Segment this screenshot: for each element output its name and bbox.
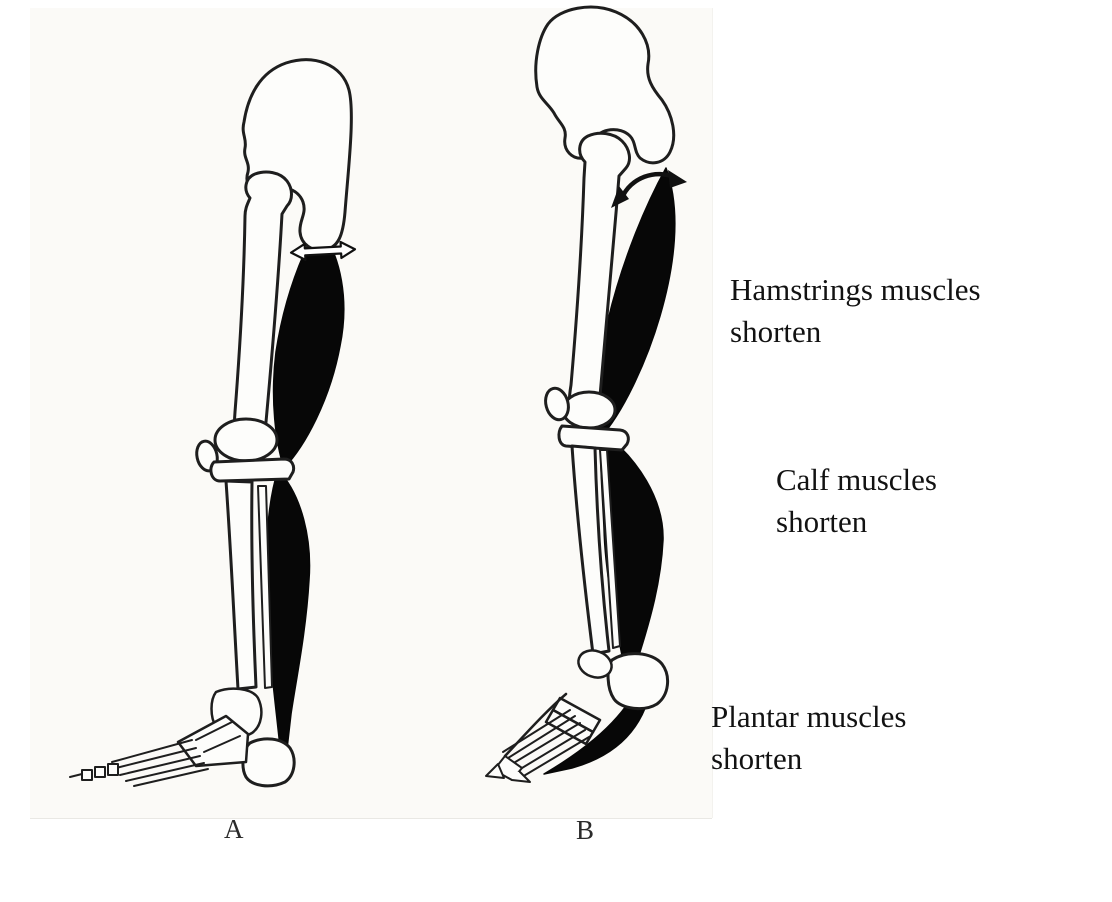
figure-a-tibia-plateau [209,457,296,483]
figure-a-fibula [257,485,273,689]
figure-a-hamstrings-muscle [272,224,345,469]
figure-b-pelvis [534,5,676,165]
figure-a-calf-muscle [265,469,311,750]
figure-a-tarsals [176,714,250,768]
figure-b-heel-bone [606,652,670,711]
figure-b-metatarsals [502,709,590,778]
figure-a-femur [232,170,293,450]
figure-b-talus [577,649,613,679]
figure-b-label: B [576,815,595,845]
figure-b-patella [544,386,570,422]
figure-a-metatarsals [111,739,209,787]
annotation-plantar: Plantar muscles shorten [711,699,907,776]
figure-b-tibia-plateau [557,424,630,452]
figure-a-tarsal-detail [195,721,241,753]
figure-b-femoral-condyle [561,390,617,430]
figure-b-toes [485,755,531,783]
figure-b-skeleton [485,5,687,783]
curved-rotation-arrow-icon [611,170,687,208]
figure-a-skeleton [69,58,357,788]
figure-b-tibia [570,444,611,656]
figure-a-heel-bone [241,737,296,788]
figure-a-pelvis [241,58,353,252]
annotation-hamstrings: Hamstrings muscles shorten [730,272,981,349]
figure-a-tibia [224,479,258,691]
figure-b-fibula [599,449,621,649]
annotation-calf: Calf muscles shorten [776,462,937,539]
left-right-arrow-icon [289,240,357,261]
figure-a-femoral-condyle [213,417,279,463]
figure-a-label: A [224,814,244,844]
figure-a-toes [69,763,119,781]
figure-b-foot-outline [503,692,568,758]
